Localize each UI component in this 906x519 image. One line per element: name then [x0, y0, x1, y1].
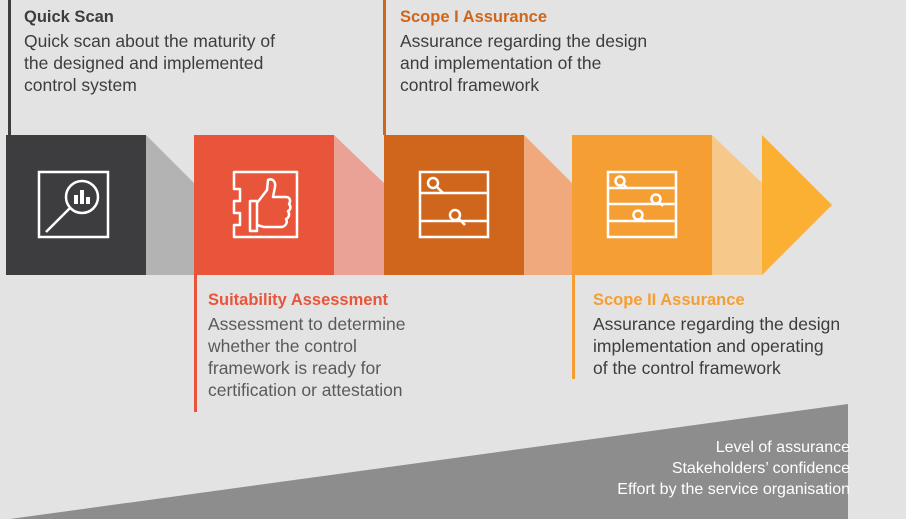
step-box-scope-1	[384, 135, 524, 275]
end-arrow	[762, 135, 832, 275]
scale-line-effort: Effort by the service organisation	[617, 481, 850, 498]
step-desc-line: framework is ready for	[208, 358, 382, 378]
tick-scope-1	[383, 0, 386, 135]
step-title-suitability: Suitability Assessment	[208, 291, 389, 309]
tick-quick-scan	[8, 0, 11, 135]
step-desc-line: Assurance regarding the design	[593, 314, 841, 334]
assurance-scale-legend: Level of assurance Stakeholders’ confide…	[617, 437, 850, 500]
label-suitability: Suitability Assessment Assessment to det…	[208, 289, 405, 401]
connector-1	[146, 135, 194, 275]
step-desc-line: certification or attestation	[208, 380, 403, 400]
label-scope-1: Scope I Assurance Assurance regarding th…	[400, 6, 647, 96]
step-box-suitability	[194, 135, 334, 275]
thumbs-up-icon	[232, 170, 299, 239]
step-desc-line: implementation and operating	[593, 336, 824, 356]
step-title-scope-2: Scope II Assurance	[593, 291, 745, 309]
tick-suitability	[194, 275, 197, 412]
step-desc-line: the designed and implemented	[24, 53, 264, 73]
sliders-two-icon	[418, 170, 490, 239]
step-desc-line: of the control framework	[593, 358, 781, 378]
step-title-quick-scan: Quick Scan	[24, 8, 114, 26]
step-desc-line: Quick scan about the maturity of	[24, 31, 275, 51]
step-desc-line: control system	[24, 75, 137, 95]
tick-scope-2	[572, 275, 575, 379]
sliders-three-icon	[606, 170, 678, 239]
step-desc-line: and implementation of the	[400, 53, 602, 73]
step-desc-line: Assurance regarding the design	[400, 31, 648, 51]
step-desc-line: control framework	[400, 75, 540, 95]
connector-3	[524, 135, 572, 275]
magnifier-chart-icon	[37, 170, 110, 239]
assurance-scale-wedge	[10, 404, 848, 519]
step-box-quick-scan	[6, 135, 146, 275]
step-box-scope-2	[572, 135, 712, 275]
step-title-scope-1: Scope I Assurance	[400, 8, 548, 26]
connector-2	[334, 135, 384, 275]
scale-line-assurance: Level of assurance	[715, 439, 850, 456]
scale-line-confidence: Stakeholders’ confidence	[671, 460, 850, 477]
label-quick-scan: Quick Scan Quick scan about the maturity…	[24, 6, 275, 96]
connector-4	[712, 135, 762, 275]
step-desc-line: Assessment to determine	[208, 314, 406, 334]
step-desc-line: whether the control	[208, 336, 357, 356]
label-scope-2: Scope II Assurance Assurance regarding t…	[593, 289, 840, 379]
